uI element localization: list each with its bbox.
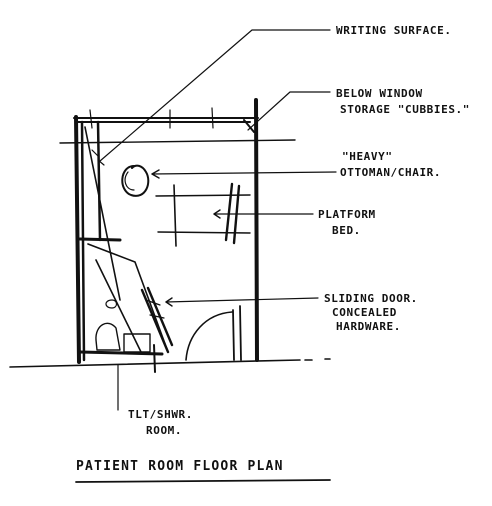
label-door-line2: CONCEALED — [332, 306, 397, 319]
leader-lines — [99, 29, 337, 411]
label-writing-surface: WRITING SURFACE. — [336, 24, 452, 37]
label-ottoman-line1: "HEAVY" — [342, 150, 393, 163]
label-storage-cubbies-line2: STORAGE "CUBBIES." — [340, 103, 470, 116]
label-toilet-line2: ROOM. — [146, 424, 182, 437]
label-door-line1: SLIDING DOOR. — [324, 292, 418, 305]
ottoman-chair — [121, 164, 150, 197]
platform-bed — [155, 182, 251, 247]
label-door-line3: HARDWARE. — [336, 320, 401, 333]
label-toilet-line1: TLT/SHWR. — [128, 408, 193, 421]
toilet-shower-room — [78, 237, 169, 373]
sliding-door — [140, 286, 242, 361]
title-underline — [75, 479, 331, 483]
label-ottoman-line2: OTTOMAN/CHAIR. — [340, 166, 441, 179]
writing-surface-desk — [84, 126, 121, 301]
label-bed-line2: BED. — [332, 224, 361, 237]
diagram-title: PATIENT ROOM FLOOR PLAN — [76, 459, 284, 474]
floor-line — [9, 358, 331, 368]
label-storage-cubbies-line1: BELOW WINDOW — [336, 87, 423, 100]
room-walls — [59, 98, 296, 364]
label-bed-line1: PLATFORM — [318, 208, 376, 221]
